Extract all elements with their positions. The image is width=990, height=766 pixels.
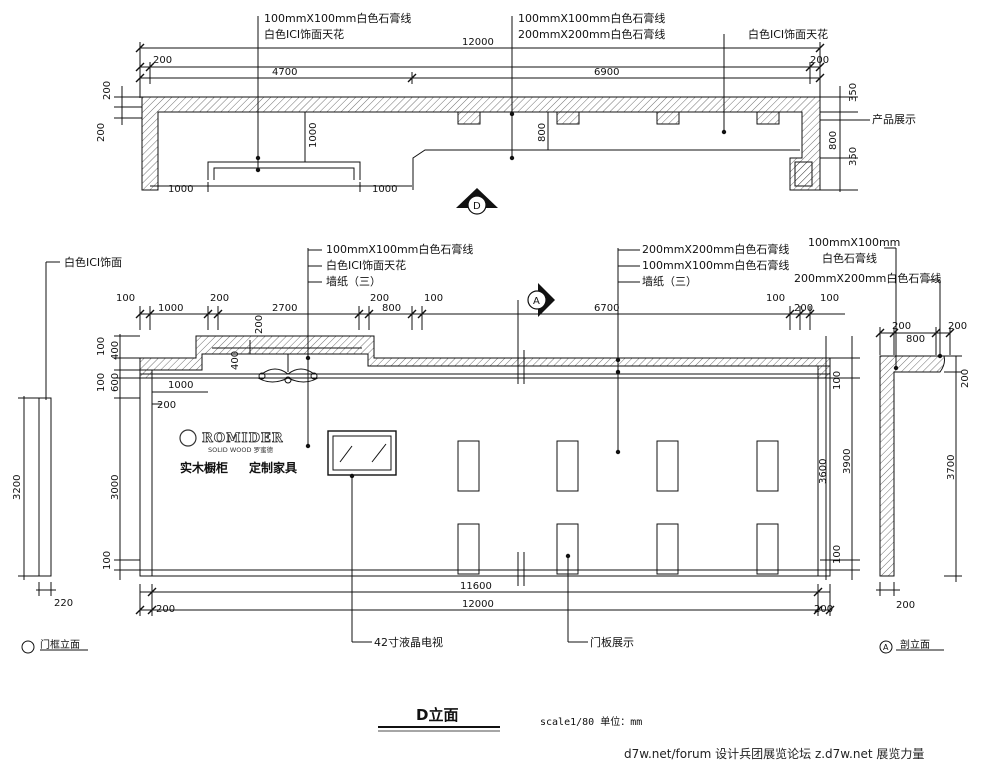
door-frame-elevation bbox=[18, 261, 88, 654]
drawing-scale: scale1/80 单位：mm bbox=[540, 715, 642, 728]
plan-leader-dots bbox=[255, 111, 727, 173]
plan-dim-total: 12000 bbox=[462, 37, 494, 48]
plan-dim-depth-inner: 1000 bbox=[308, 123, 319, 148]
plan-dim-right-top: 350 bbox=[848, 83, 859, 102]
plan-dim-left-v1: 200 bbox=[102, 81, 113, 100]
ceiling-plan bbox=[114, 16, 870, 192]
elev-dim-left-3: 100 bbox=[96, 373, 107, 392]
brand-text-2: 定制家具 bbox=[249, 460, 297, 475]
plan-label-2: 白色ICI饰面天花 bbox=[264, 27, 344, 41]
section-marker-a: A bbox=[517, 283, 555, 350]
elev-label-6: 墙纸（三） bbox=[642, 274, 697, 288]
door-frame-caption: 门框立面 bbox=[40, 638, 80, 651]
plan-dim-end-right: 200 bbox=[810, 55, 829, 66]
elev-dim-inner-400: 400 bbox=[230, 351, 241, 370]
section-caption: 剖立面 bbox=[900, 638, 930, 651]
elevation-leader-dots bbox=[305, 355, 621, 559]
plan-dim-left: 4700 bbox=[272, 67, 297, 78]
elev-dim-left-6: 100 bbox=[102, 551, 113, 570]
plan-text: 100mmX100mm白色石膏线 白色ICI饰面天花 100mmX100mm白色… bbox=[96, 11, 916, 195]
elev-dim-top-7: 100 bbox=[424, 293, 443, 304]
brand-logo: ROMIDER bbox=[202, 431, 284, 446]
plan-dim-left-v2: 200 bbox=[96, 123, 107, 142]
elev-dim-top-4: 2700 bbox=[272, 303, 297, 314]
watermark: d7w.net/forum 设计兵团展览论坛 z.d7w.net 展览力量 bbox=[624, 746, 924, 761]
elev-dim-left-5: 3000 bbox=[110, 475, 121, 500]
door-frame-text: 白色ICI饰面 3200 220 门框立面 bbox=[12, 255, 122, 651]
elev-label-4: 200mmX200mm白色石膏线 bbox=[642, 242, 789, 256]
title-block: D立面 scale1/80 单位：mm bbox=[378, 706, 642, 732]
elev-dim-inner-1000: 1000 bbox=[168, 380, 193, 391]
section-label-2: 白色石膏线 bbox=[822, 251, 877, 265]
plan-dim-right-bot: 350 bbox=[848, 147, 859, 166]
elev-dim-left-2: 400 bbox=[110, 341, 121, 360]
elev-dim-right-2: 3600 bbox=[818, 459, 829, 484]
elev-dim-right-1: 100 bbox=[832, 371, 843, 390]
drawing-title: D立面 bbox=[416, 706, 458, 724]
elev-label-tv: 42寸液晶电视 bbox=[374, 635, 443, 649]
section-marker-label: A bbox=[883, 643, 889, 652]
section-label-3: 200mmX200mm白色石膏线 bbox=[794, 271, 941, 285]
elev-dim-bottom-left: 200 bbox=[156, 604, 175, 615]
plan-label-1: 100mmX100mm白色石膏线 bbox=[264, 11, 411, 25]
elev-dim-top-6: 800 bbox=[382, 303, 401, 314]
section-dim-bottom: 200 bbox=[896, 600, 915, 611]
section-leader-dots bbox=[893, 353, 943, 371]
elev-dim-top-5: 200 bbox=[370, 293, 389, 304]
section-dim-right-200: 200 bbox=[960, 369, 971, 388]
door-frame-label: 白色ICI饰面 bbox=[64, 255, 122, 269]
section-label-1: 100mmX100mm bbox=[808, 236, 900, 249]
section-dim-top-right: 200 bbox=[948, 321, 967, 332]
plan-dim-right: 6900 bbox=[594, 67, 619, 78]
plan-dim-end-left: 200 bbox=[153, 55, 172, 66]
elev-dim-top-8: 6700 bbox=[594, 303, 619, 314]
plan-dim-bottom-mid: 1000 bbox=[372, 184, 397, 195]
elev-dim-sofit: 200 bbox=[254, 315, 265, 334]
plan-dim-depth-mid: 800 bbox=[537, 123, 548, 142]
tv-screen bbox=[327, 430, 397, 476]
elev-dim-bottom-inner: 11600 bbox=[460, 581, 492, 592]
elev-dim-top-9: 100 bbox=[766, 293, 785, 304]
section-view bbox=[875, 247, 962, 654]
section-dim-top-left: 200 bbox=[892, 321, 911, 332]
section-marker-a-label: A bbox=[533, 296, 540, 307]
elev-dim-top-1: 100 bbox=[116, 293, 135, 304]
elev-dim-left-4: 600 bbox=[110, 373, 121, 392]
elev-label-5: 100mmX100mm白色石膏线 bbox=[642, 258, 789, 272]
section-dim-top-mid: 800 bbox=[906, 334, 925, 345]
brand-logo-sub: SOLID WOOD 罗蜜德 bbox=[208, 445, 274, 454]
elev-dim-inner-200: 200 bbox=[157, 400, 176, 411]
elev-dim-top-10: 200 bbox=[794, 303, 813, 314]
elev-dim-right-4: 100 bbox=[832, 545, 843, 564]
brand-text-1: 实木橱柜 bbox=[180, 460, 228, 475]
plan-dim-bottom-left: 1000 bbox=[168, 184, 193, 195]
elevation-text: 100mmX100mm白色石膏线 白色ICI饰面天花 墙纸（三） 200mmX2… bbox=[96, 242, 853, 649]
elev-label-2: 白色ICI饰面天花 bbox=[326, 258, 406, 272]
elev-label-3: 墙纸（三） bbox=[326, 274, 381, 288]
elev-dim-top-2: 1000 bbox=[158, 303, 183, 314]
door-frame-width: 220 bbox=[54, 598, 73, 609]
elev-dim-top-3: 200 bbox=[210, 293, 229, 304]
brand-logo-icon bbox=[179, 429, 197, 447]
door-frame-height: 3200 bbox=[12, 475, 23, 500]
section-dim-height: 3700 bbox=[946, 455, 957, 480]
elev-dim-top-11: 100 bbox=[820, 293, 839, 304]
brand-sign: ROMIDER SOLID WOOD 罗蜜德 实木橱柜 定制家具 bbox=[179, 429, 297, 475]
elev-dim-left-1: 100 bbox=[96, 337, 107, 356]
plan-label-5: 白色ICI饰面天花 bbox=[748, 27, 828, 41]
elevation-drawing bbox=[114, 248, 860, 643]
plan-label-6: 产品展示 bbox=[872, 112, 916, 126]
elev-label-1: 100mmX100mm白色石膏线 bbox=[326, 242, 473, 256]
section-marker-d-label: D bbox=[473, 201, 481, 212]
elev-dim-bottom-total: 12000 bbox=[462, 599, 494, 610]
section-marker-d: D bbox=[456, 188, 498, 215]
elev-dim-right-3: 3900 bbox=[842, 449, 853, 474]
elev-label-door: 门板展示 bbox=[590, 635, 634, 649]
plan-label-4: 200mmX200mm白色石膏线 bbox=[518, 27, 665, 41]
plan-dim-right-mid: 800 bbox=[828, 131, 839, 150]
section-text: 100mmX100mm 白色石膏线 200mmX200mm白色石膏线 200 8… bbox=[794, 236, 971, 652]
elev-dim-bottom-right: 200 bbox=[814, 604, 833, 615]
plan-label-3: 100mmX100mm白色石膏线 bbox=[518, 11, 665, 25]
